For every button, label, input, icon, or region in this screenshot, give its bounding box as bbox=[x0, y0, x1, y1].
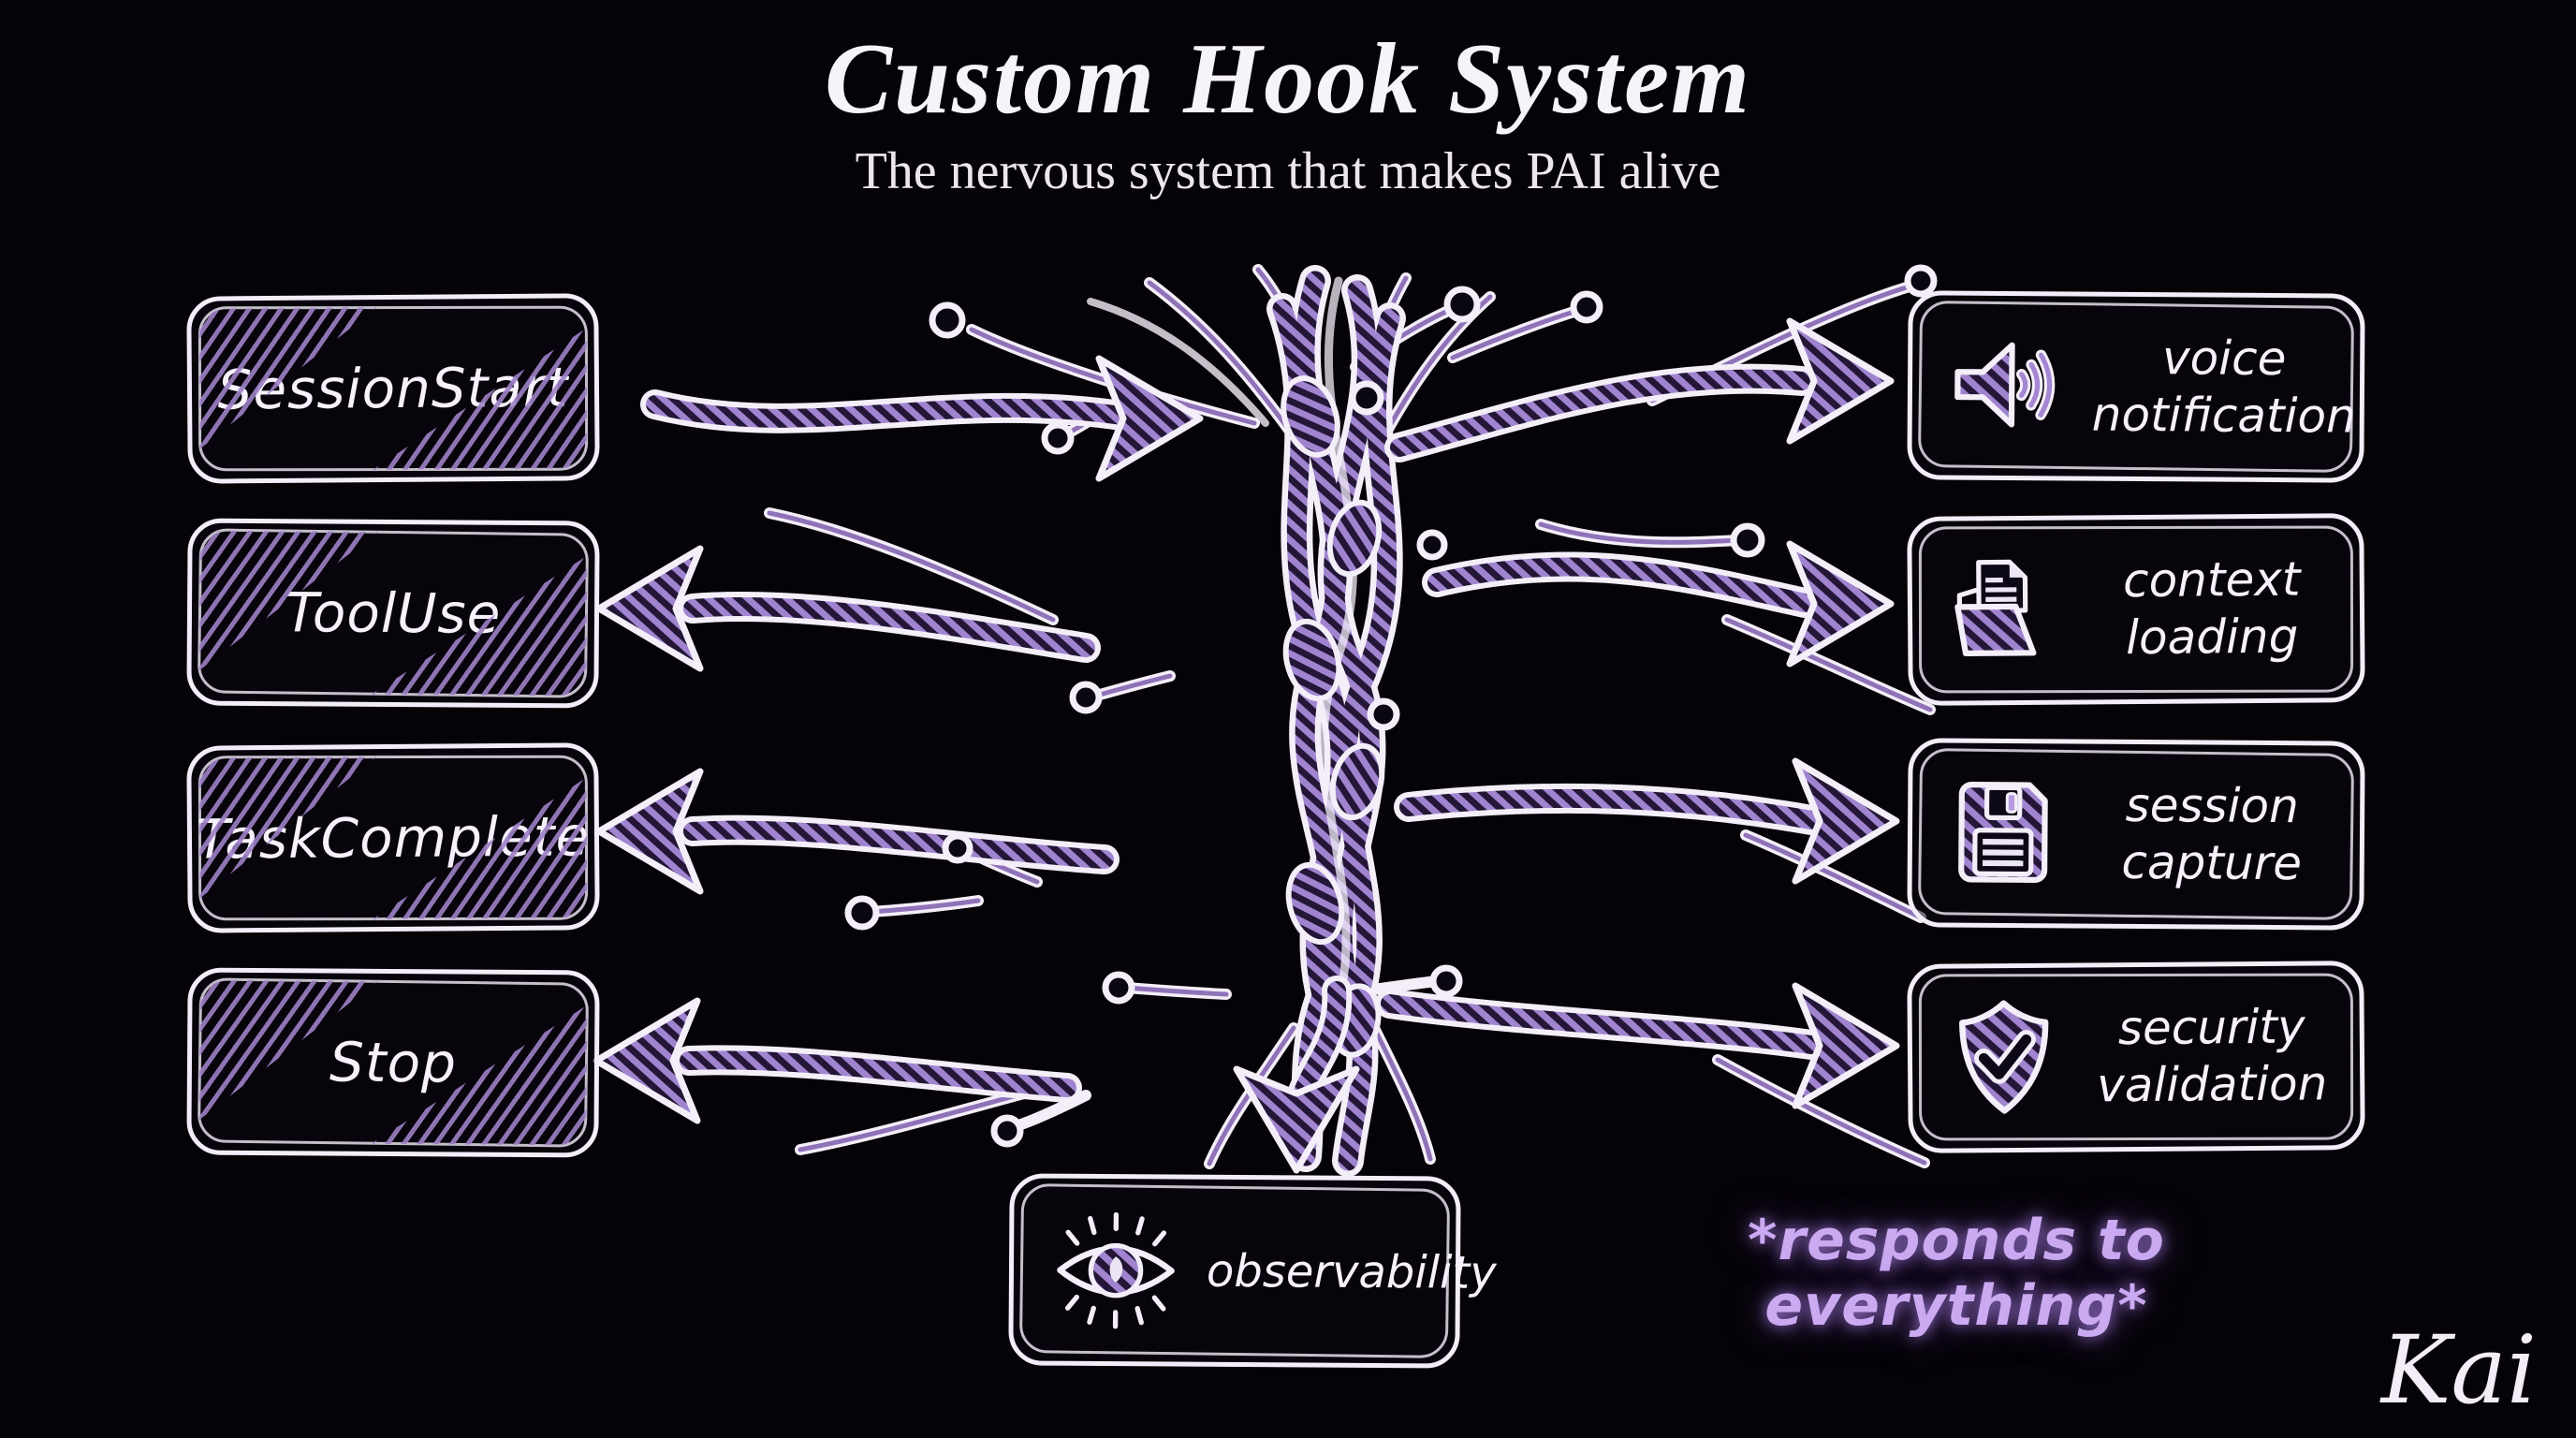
output-label: session capture bbox=[2121, 777, 2303, 891]
output-box-context-loading[interactable]: context loading bbox=[1907, 513, 2365, 706]
shield-check-icon bbox=[1939, 997, 2068, 1120]
hook-label: SessionStart bbox=[217, 355, 569, 422]
artist-signature: Kai bbox=[2380, 1315, 2537, 1425]
arrow-shafts bbox=[640, 363, 1826, 1118]
hook-label: TaskComplete bbox=[196, 804, 591, 872]
hook-label: ToolUse bbox=[285, 580, 502, 646]
hook-box-tooluse[interactable]: ToolUse bbox=[186, 518, 600, 709]
observability-label: observability bbox=[1206, 1244, 1497, 1299]
hook-box-taskcomplete[interactable]: TaskComplete bbox=[186, 742, 600, 933]
output-label: voice notification bbox=[2091, 330, 2356, 444]
floppy-disk-icon bbox=[1940, 775, 2069, 892]
hook-box-sessionstart[interactable]: SessionStart bbox=[186, 293, 600, 484]
page-title: Custom Hook System bbox=[824, 23, 1752, 135]
output-box-session-capture[interactable]: session capture bbox=[1907, 738, 2365, 931]
output-label: context loading bbox=[2122, 551, 2301, 666]
speaker-icon bbox=[1940, 328, 2069, 445]
output-box-voice-notification[interactable]: voice notification bbox=[1907, 290, 2365, 483]
header: Custom Hook System The nervous system th… bbox=[0, 23, 2576, 201]
output-box-security-validation[interactable]: security validation bbox=[1907, 961, 2365, 1153]
synapse-circles bbox=[844, 264, 1938, 1148]
eye-icon bbox=[1046, 1208, 1187, 1332]
arrow-heads bbox=[593, 317, 1900, 1174]
hook-label: Stop bbox=[329, 1030, 458, 1095]
output-label: security validation bbox=[2096, 999, 2328, 1113]
hook-box-stop[interactable]: Stop bbox=[186, 967, 600, 1158]
nerve-thin-strand bbox=[1087, 298, 1269, 427]
observability-box[interactable]: observability bbox=[1008, 1173, 1497, 1369]
folder-document-icon bbox=[1940, 552, 2069, 669]
responds-note: *responds to everything* bbox=[1748, 1208, 2165, 1339]
page-subtitle: The nervous system that makes PAI alive bbox=[855, 141, 1721, 200]
